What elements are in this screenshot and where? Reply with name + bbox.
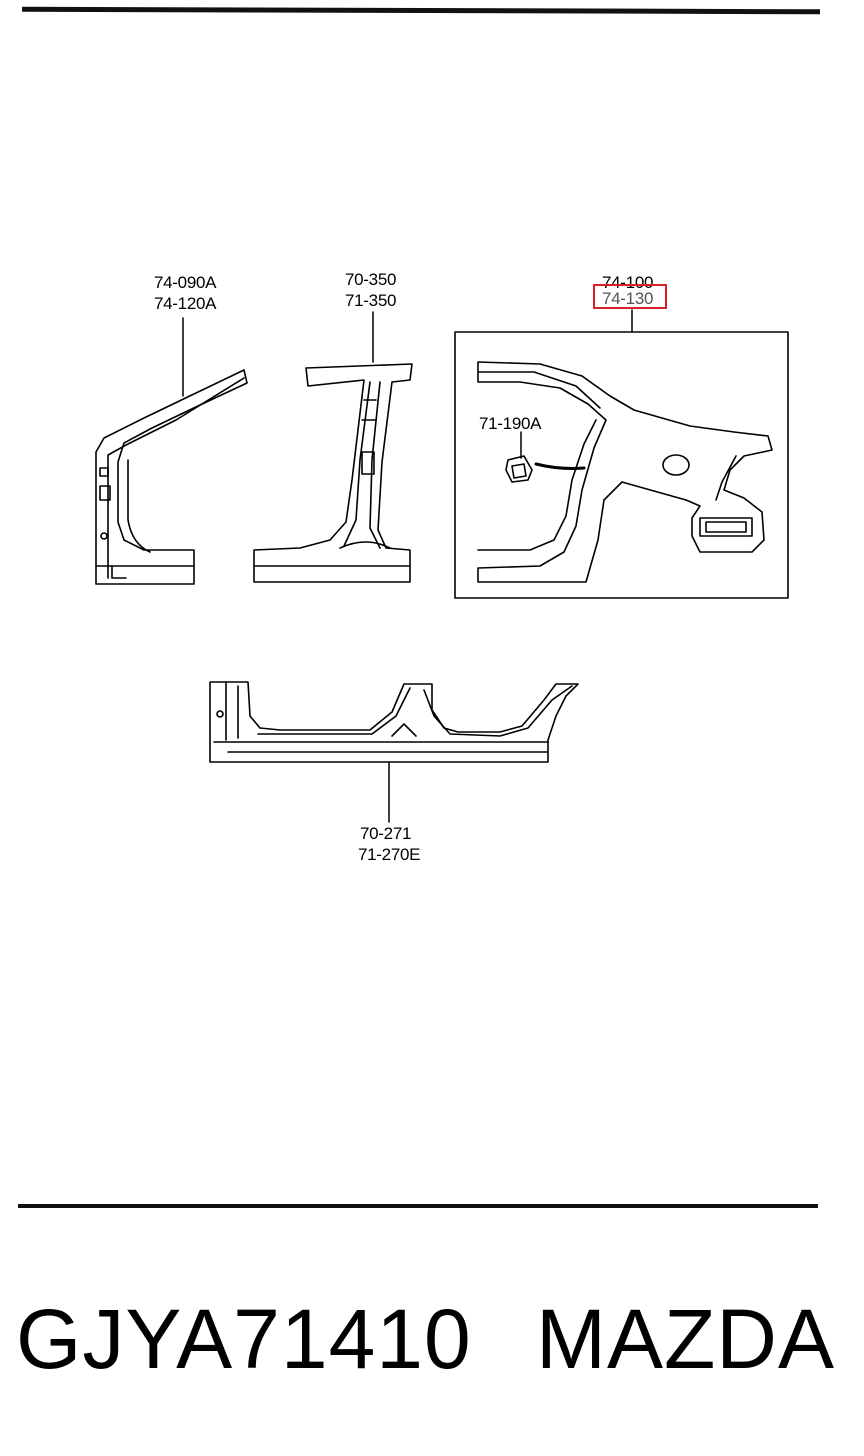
leader-lines — [182, 309, 633, 823]
brand-name: MAZDA — [536, 1292, 835, 1386]
part-number: GJYA71410 — [16, 1292, 472, 1386]
label-74-120a: 74-120A — [154, 294, 217, 313]
label-71-350: 71-350 — [345, 291, 397, 310]
side-sill-panel — [209, 681, 579, 763]
label-71-270e: 71-270E — [358, 845, 421, 864]
label-70-271: 70-271 — [360, 824, 412, 843]
label-74-100: 74-100 — [602, 273, 654, 292]
a-pillar-panel — [95, 369, 248, 585]
highlight-box — [593, 284, 667, 309]
bottom-rule — [18, 1204, 818, 1208]
quarter-panel — [477, 361, 773, 583]
quarter-panel-frame — [454, 331, 789, 599]
label-74-090a: 74-090A — [154, 273, 217, 292]
b-pillar-panel — [253, 363, 413, 583]
label-74-130: 74-130 — [602, 289, 654, 308]
label-70-350: 70-350 — [345, 270, 397, 289]
label-71-190a: 71-190A — [479, 414, 542, 433]
